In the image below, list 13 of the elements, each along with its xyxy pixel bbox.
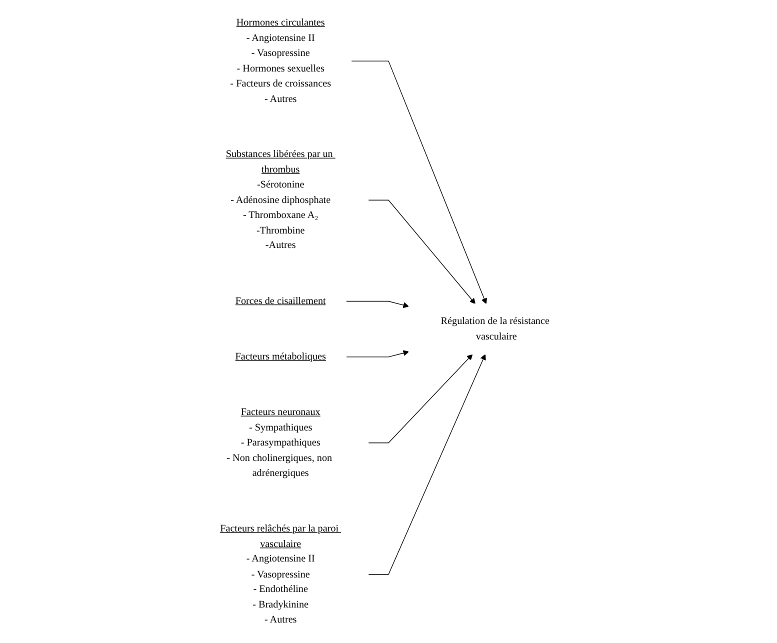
node-text: Facteurs relâchés par la paroi vasculaire - Angiotensine II - Vasopressine - Endothéline - Bradykinine - Autres [220,523,339,626]
node-text: Hormones circulantes - Angiotensine II - Vasopressine - Hormones sexuelles - Facteurs de croissances - Autres [230,18,332,104]
arrow [368,200,476,304]
node-text: Facteurs métaboliques [235,351,326,362]
arrow [350,60,487,304]
arrow [346,300,409,308]
node-text: Régulation de la résistance vasculaire [440,316,550,342]
arrow [368,354,473,444]
node-text: Substances libérées par un thrombus -Sérotonine - Adénosine diphosphate - Thromboxane A₂ -Thrombine -Autres [226,149,333,251]
node-text: Forces de cisaillement [235,296,326,306]
node-text: Facteurs neuronaux - Sympathiques - Parasympathiques - Non cholinergiques, non adrénergiques [226,406,332,478]
arrow [368,354,486,575]
arrow [346,350,409,358]
